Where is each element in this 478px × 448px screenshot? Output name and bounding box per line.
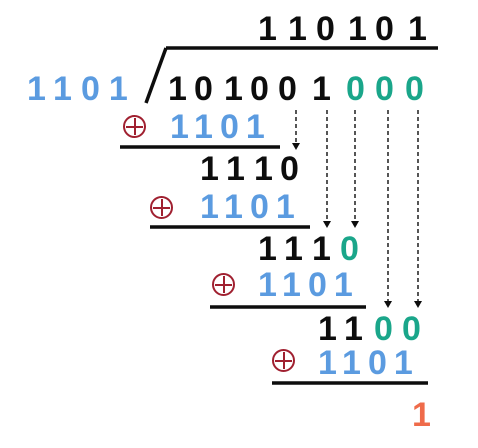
arrowhead-icon <box>292 143 300 150</box>
xor-operand-4: 1101 <box>318 344 420 382</box>
step-2-result-bit-2: 1 <box>284 230 303 268</box>
step-2-result-bit-3: 1 <box>312 230 331 268</box>
quotient-bit-3: 0 <box>316 10 335 48</box>
quotient-bit-4: 1 <box>348 10 367 48</box>
divisor: 1101 <box>27 70 137 108</box>
step-1-result-bit-3: 1 <box>254 150 273 188</box>
dividend-bit-4: 0 <box>250 70 269 108</box>
quotient-bit-6: 1 <box>408 10 427 48</box>
quotient-bit-2: 1 <box>288 10 307 48</box>
step-3-result-bit-2: 1 <box>344 310 363 348</box>
step-2-result-bit-1: 1 <box>258 230 277 268</box>
step-3-result-bit-1: 1 <box>318 310 337 348</box>
arrowhead-icon <box>414 301 422 308</box>
dividend-bit-3: 1 <box>224 70 243 108</box>
step-2-result-bit-4: 0 <box>340 230 359 268</box>
arrowhead-icon <box>351 221 359 228</box>
appended-zero-2: 0 <box>375 70 394 108</box>
remainder: 1 <box>412 396 431 434</box>
xor-icon <box>212 273 235 296</box>
xor-operand-2: 1101 <box>200 188 302 226</box>
step-1-result-bit-1: 1 <box>200 150 219 188</box>
dividend-bit-1: 1 <box>168 70 187 108</box>
quotient-bit-1: 1 <box>258 10 277 48</box>
dividend-bit-2: 0 <box>194 70 213 108</box>
xor-icon <box>272 349 295 372</box>
step-1-result-bit-2: 1 <box>226 150 245 188</box>
quotient-bit-5: 0 <box>375 10 394 48</box>
xor-operand-1: 1101 <box>170 108 272 146</box>
arrowhead-icon <box>323 221 331 228</box>
dividend-bit-6: 1 <box>312 70 331 108</box>
dividend-bit-5: 0 <box>278 70 297 108</box>
step-3-result-bit-4: 0 <box>402 310 421 348</box>
step-3-result-bit-3: 0 <box>374 310 393 348</box>
division-bracket-slash <box>144 47 168 104</box>
xor-icon <box>150 196 173 219</box>
xor-icon <box>123 115 146 138</box>
arrowhead-icon <box>384 301 392 308</box>
appended-zero-3: 0 <box>405 70 424 108</box>
xor-operand-3: 1101 <box>258 266 360 304</box>
appended-zero-1: 0 <box>346 70 365 108</box>
step-1-result-bit-4: 0 <box>280 150 299 188</box>
